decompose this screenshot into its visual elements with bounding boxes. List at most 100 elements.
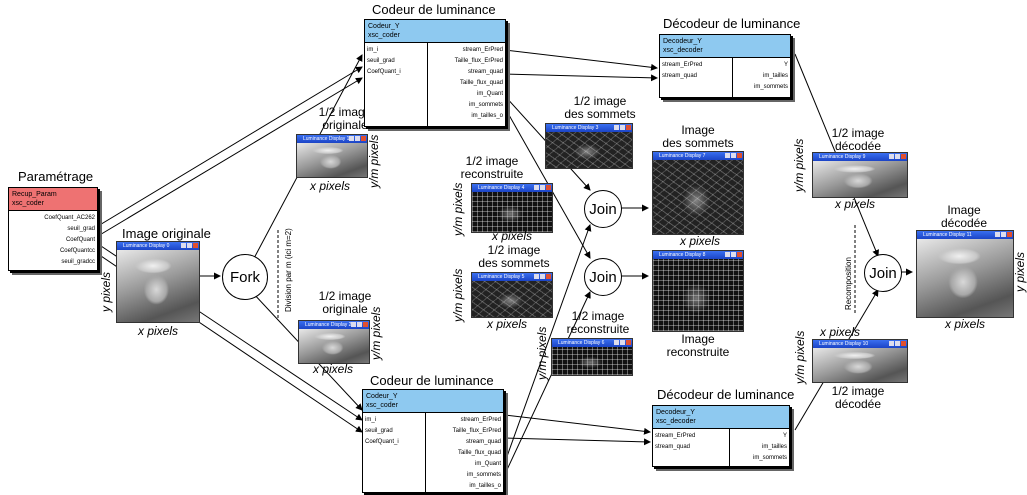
half-bottom-x-label: x pixels bbox=[313, 362, 354, 376]
decoded-top-x-label: x pixels bbox=[835, 197, 876, 211]
recon-bottom-y-label: y/m pixels bbox=[535, 326, 549, 380]
recon-top-title: 1/2 image reconstruite bbox=[452, 155, 532, 181]
decoder-output: im_tailles bbox=[762, 73, 788, 79]
final-y-label: y pixels bbox=[1013, 251, 1027, 292]
join1-node[interactable]: Join bbox=[584, 190, 622, 228]
decoded-bottom-image bbox=[813, 348, 907, 382]
image-recon-title: Image reconstruite bbox=[658, 333, 738, 359]
coder-top-title: Codeur de luminance bbox=[372, 2, 496, 17]
coder-output: Taille_flux_quad bbox=[459, 80, 503, 86]
wire-param-coder-top-1 bbox=[97, 66, 363, 227]
window-title: Luminance Display 1 bbox=[303, 136, 350, 142]
param-output: seuil_gradcc bbox=[61, 259, 95, 265]
fork-label: Fork bbox=[230, 268, 260, 286]
coder-top-block[interactable]: Codeur_Y xsc_coder im_i seuil_grad CoefQ… bbox=[364, 19, 506, 127]
coder-output: im_tailles_o bbox=[471, 113, 503, 119]
sommets-top-window[interactable]: Luminance Display 3 bbox=[545, 123, 633, 169]
wire-codertop-dectop-2 bbox=[504, 73, 658, 82]
decoded-top-window[interactable]: Luminance Display 9 bbox=[812, 152, 908, 198]
coder-bottom-block[interactable]: Codeur_Y xsc_coder im_i seuil_grad CoefQ… bbox=[362, 389, 504, 493]
image-recon-window[interactable]: Luminance Display 8 bbox=[652, 250, 744, 332]
recon-bottom-title-line1: 1/2 image bbox=[571, 309, 625, 323]
image-sommets-window[interactable]: Luminance Display 7 bbox=[652, 151, 744, 235]
window-title: Luminance Display 0 bbox=[123, 243, 170, 249]
window-title: Luminance Display 2 bbox=[305, 322, 352, 328]
window-title: Luminance Display 9 bbox=[819, 154, 866, 160]
join3-node[interactable]: Join bbox=[864, 254, 902, 292]
decoder-top-block-name: Decodeur_Y bbox=[663, 38, 702, 45]
decoded-top-title: 1/2 image décodée bbox=[818, 127, 898, 153]
coder-bottom-inputs: im_i seuil_grad CoefQuant_i bbox=[365, 415, 399, 448]
sommets-top-image bbox=[546, 132, 632, 168]
coder-output: im_sommets bbox=[466, 472, 501, 478]
decoded-bottom-window[interactable]: Luminance Display 10 bbox=[812, 339, 908, 383]
param-block[interactable]: Recup_Param xsc_coder CoefQuant_AC262 se… bbox=[8, 187, 98, 271]
window-title: Luminance Display 10 bbox=[819, 341, 869, 347]
decoded-bottom-title-line1: 1/2 image bbox=[831, 384, 885, 398]
decoder-input: stream_quad bbox=[662, 73, 698, 79]
fork-node[interactable]: Fork bbox=[222, 254, 268, 300]
recon-bottom-title: 1/2 image reconstruite bbox=[558, 310, 638, 336]
window-title: Luminance Display 4 bbox=[478, 185, 525, 191]
original-window[interactable]: Luminance Display 0 bbox=[116, 241, 200, 323]
decoder-top-outputs: Y im_tailles im_sommets bbox=[754, 60, 788, 93]
wire-param-coder-top-2 bbox=[97, 77, 363, 237]
recon-top-window[interactable]: Luminance Display 4 bbox=[471, 183, 553, 233]
coder-output: Taille_flux_quad bbox=[457, 450, 501, 456]
param-output: CoefQuant bbox=[65, 237, 95, 243]
decoder-bottom-block-name: Decodeur_Y bbox=[656, 409, 695, 416]
window-title: Luminance Display 5 bbox=[478, 274, 525, 280]
decoded-top-title-line2: décodée bbox=[834, 139, 882, 153]
decoder-output: Y bbox=[782, 433, 787, 439]
half-bottom-y-label: y/m pixels bbox=[369, 306, 383, 360]
decoder-output: im_sommets bbox=[753, 84, 788, 90]
coder-top-inputs: im_i seuil_grad CoefQuant_i bbox=[367, 45, 401, 78]
decoder-top-block[interactable]: Decodeur_Y xsc_decoder stream_ErPred str… bbox=[659, 34, 791, 98]
decoder-bottom-header: Decodeur_Y xsc_decoder bbox=[653, 406, 789, 429]
original-x-label: x pixels bbox=[138, 324, 179, 338]
final-title-line2: décodée bbox=[940, 216, 988, 230]
param-title: Paramétrage bbox=[18, 169, 94, 184]
decoded-top-title-line1: 1/2 image bbox=[831, 126, 885, 140]
recon-top-title-line1: 1/2 image bbox=[465, 154, 519, 168]
coder-output: stream_ErPred bbox=[462, 47, 503, 53]
half-top-title-line1: 1/2 image bbox=[318, 105, 372, 119]
final-window[interactable]: Luminance Display 11 bbox=[916, 230, 1014, 318]
half-bottom-window[interactable]: Luminance Display 2 bbox=[298, 320, 370, 364]
recon-top-image bbox=[472, 192, 552, 232]
join2-node[interactable]: Join bbox=[584, 258, 622, 296]
coder-output: im_tailles_o bbox=[469, 483, 501, 489]
wire-coderbot-join2 bbox=[504, 291, 591, 475]
sommets-mid-title-line2: des sommets bbox=[478, 256, 550, 270]
half-top-title-line2: originale bbox=[322, 118, 368, 132]
param-output: CoefQuantcc bbox=[59, 248, 95, 254]
final-image bbox=[917, 239, 1013, 317]
half-top-x-label: x pixels bbox=[310, 179, 351, 193]
half-top-window[interactable]: Luminance Display 1 bbox=[296, 134, 368, 178]
decoder-output: Y bbox=[783, 62, 788, 68]
param-block-header: Recup_Param xsc_coder bbox=[9, 188, 97, 211]
original-title: Image originale bbox=[122, 226, 211, 241]
coder-input: seuil_grad bbox=[365, 428, 393, 434]
recon-bottom-window[interactable]: Luminance Display 6 bbox=[551, 338, 633, 376]
sommets-mid-window[interactable]: Luminance Display 5 bbox=[471, 272, 553, 318]
decoder-bottom-block[interactable]: Decodeur_Y xsc_decoder stream_ErPred str… bbox=[652, 405, 790, 467]
half-top-y-label: y/m pixels bbox=[367, 134, 381, 188]
coder-input: im_i bbox=[367, 47, 379, 53]
decoder-bottom-block-type: xsc_decoder bbox=[656, 418, 696, 425]
coder-input: CoefQuant_i bbox=[367, 69, 401, 75]
sommets-mid-image bbox=[472, 281, 552, 317]
coder-input: seuil_grad bbox=[367, 58, 395, 64]
coder-output: stream_ErPred bbox=[460, 417, 501, 423]
sommets-mid-y-label: y/m pixels bbox=[451, 268, 465, 322]
window-title: Luminance Display 11 bbox=[923, 232, 972, 238]
final-title-line1: Image bbox=[947, 203, 981, 217]
image-recon-title-line1: Image bbox=[681, 332, 715, 346]
join2-label: Join bbox=[589, 268, 617, 286]
image-sommets-title-line1: Image bbox=[681, 123, 715, 137]
decoded-top-image bbox=[813, 161, 907, 197]
coder-top-outputs: stream_ErPred Taille_flux_ErPred stream_… bbox=[455, 45, 503, 122]
recon-top-x-label: x pixels bbox=[492, 229, 533, 243]
recomposition-label: Recomposition bbox=[844, 257, 853, 310]
half-bottom-title: 1/2 image originale bbox=[305, 290, 385, 316]
